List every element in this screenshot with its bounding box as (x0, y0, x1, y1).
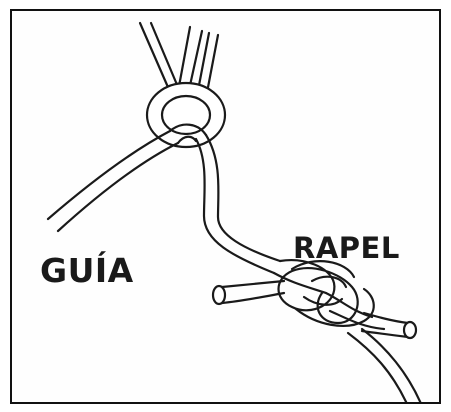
knot-tail-left (213, 281, 284, 304)
guide-label: GUÍA (40, 251, 134, 290)
illustration-frame: GUÍA RAPEL (10, 9, 441, 404)
rope-icon (196, 135, 280, 273)
rope-knot-illustration (12, 11, 441, 404)
knot-icon (274, 260, 384, 329)
standing-end (348, 329, 422, 404)
rappel-label: RAPEL (293, 231, 400, 265)
